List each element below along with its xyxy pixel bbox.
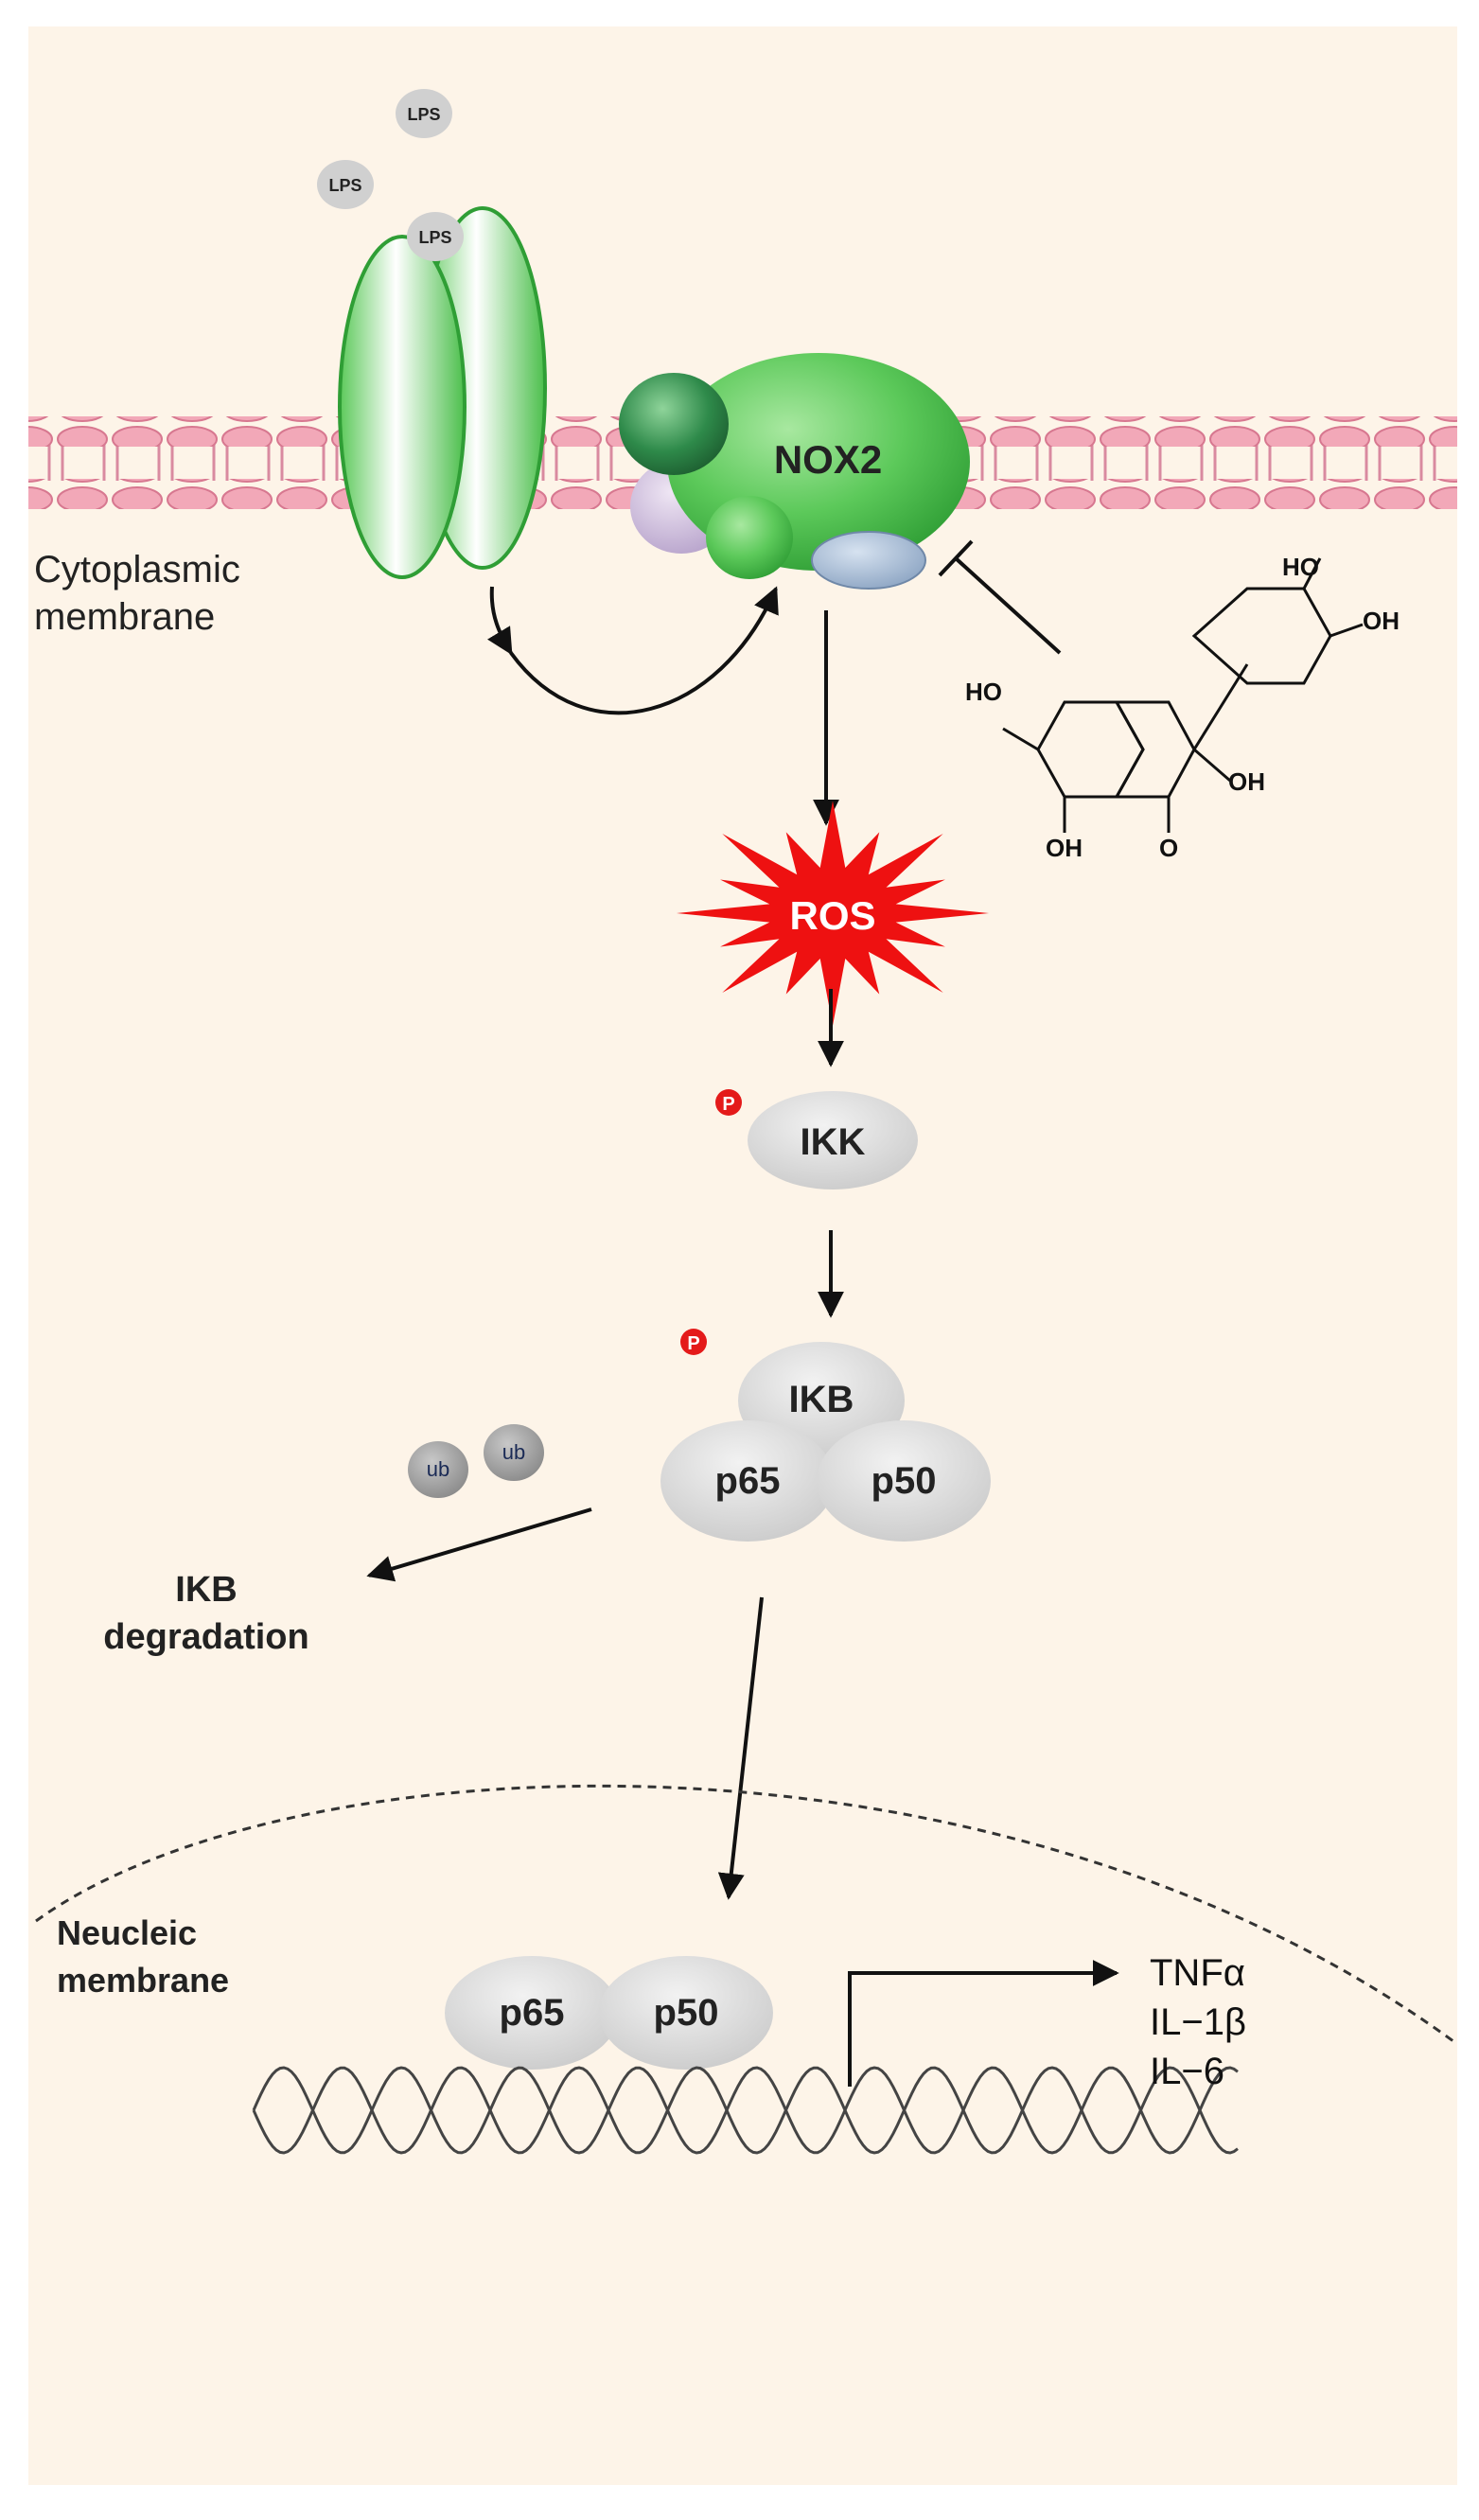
ikk-node: IKK — [748, 1091, 918, 1190]
membrane-label-line1: Cytoplasmic — [34, 549, 240, 590]
quercetin-oh-mid: OH — [1228, 767, 1265, 796]
lps-molecule: LPS — [407, 212, 464, 261]
quercetin-inhibition-line — [954, 556, 1062, 655]
translocation-arrow — [717, 1596, 764, 1900]
nox2-complex: NOX2 — [619, 353, 970, 590]
ikb-label: IKB — [789, 1379, 854, 1420]
dna-helix — [252, 2066, 1239, 2155]
nuclear-nfkb-dimer: p65 p50 — [445, 1956, 773, 2070]
lps-label: LPS — [407, 105, 440, 124]
nuclear-membrane-label-line1: Neucleic — [57, 1913, 197, 1952]
gene-tnfa: TNFα — [1150, 1952, 1245, 1994]
tlr4-nox2-curve-arrow — [509, 586, 779, 715]
quercetin-structure — [1002, 557, 1364, 833]
ubiquitin-label: ub — [427, 1457, 449, 1481]
ikk-phospho-badge: P — [715, 1089, 742, 1116]
membrane-label-line2: membrane — [34, 596, 215, 638]
lps-label: LPS — [328, 176, 361, 195]
p50-label: p50 — [872, 1460, 937, 1502]
quercetin-ho-top: HO — [1282, 553, 1319, 581]
lps-molecule: LPS — [317, 160, 374, 209]
lps-molecule: LPS — [396, 89, 452, 138]
quercetin-oh-right: OH — [1363, 607, 1400, 635]
quercetin-ho-left: HO — [965, 678, 1002, 706]
nuclear-p65-label: p65 — [500, 1992, 565, 2034]
ros-label: ROS — [789, 893, 875, 938]
nfkb-complex: IKB p65 p50 — [660, 1342, 991, 1542]
ikb-phospho-badge: P — [680, 1329, 707, 1355]
degradation-label-line2: degradation — [103, 1617, 308, 1657]
degradation-arrow — [366, 1507, 592, 1582]
p65-label: p65 — [715, 1460, 781, 1502]
nox2-label: NOX2 — [774, 437, 882, 482]
nuclear-membrane-label-line2: membrane — [57, 1961, 229, 2000]
gene-il6: IL−6 — [1150, 2051, 1224, 2092]
nuclear-membrane — [35, 1784, 1458, 2046]
quercetin-o-carbonyl: O — [1159, 834, 1178, 862]
tlr4-down-arrow — [487, 586, 513, 656]
ubiquitin: ub — [408, 1441, 468, 1498]
gene-il1b: IL−1β — [1150, 2001, 1246, 2043]
ubiquitin: ub — [484, 1424, 544, 1481]
ikb-phospho-label: P — [687, 1333, 699, 1354]
ikk-phospho-label: P — [722, 1094, 734, 1115]
transcription-arrow — [848, 1960, 1119, 2087]
nuclear-p50-label: p50 — [654, 1992, 719, 2034]
inhibition-bar — [938, 539, 974, 577]
quercetin-oh-bottom: OH — [1046, 834, 1083, 862]
ubiquitin-label: ub — [502, 1440, 525, 1464]
ros-burst: ROS — [677, 801, 989, 1026]
degradation-label-line1: IKB — [175, 1570, 237, 1610]
tlr4-receptor — [338, 206, 547, 579]
lps-label: LPS — [418, 228, 451, 247]
ikk-label: IKK — [801, 1121, 866, 1163]
